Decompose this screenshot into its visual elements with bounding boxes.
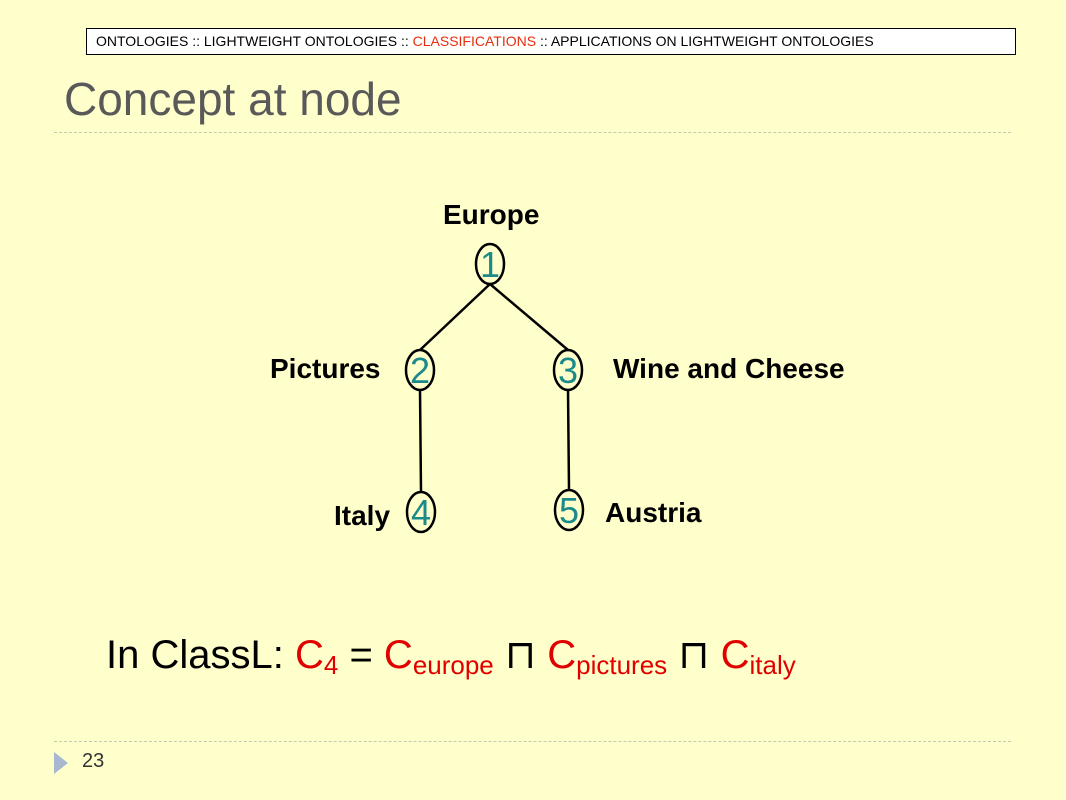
node-label-italy: Italy [334, 500, 391, 531]
node-5-circle [553, 488, 585, 532]
breadcrumb-current: CLASSIFICATIONS [412, 33, 537, 49]
formula-equals: = [338, 633, 384, 677]
edge-3-5 [566, 389, 571, 491]
formula-c4: C4 [294, 633, 339, 680]
node-3-number: 3 [558, 350, 578, 391]
bottom-divider [54, 741, 1011, 742]
node-5-number: 5 [559, 490, 579, 531]
node-3-circle [552, 348, 584, 392]
node-label-wine-and-cheese: Wine and Cheese [613, 353, 845, 384]
edge-1-3 [489, 283, 569, 351]
tree-edges [418, 283, 571, 493]
node-label-austria: Austria [605, 497, 702, 528]
footer-arrow-icon [54, 752, 68, 774]
node-2-number: 2 [410, 350, 430, 391]
formula: In ClassL: C4 = Ceurope ⊓ Cpictures ⊓ Ci… [106, 632, 796, 681]
page-title: Concept at node [64, 73, 402, 125]
node-label-europe: Europe [443, 199, 540, 230]
breadcrumb: ONTOLOGIES :: LIGHTWEIGHT ONTOLOGIES :: … [86, 28, 1016, 55]
node-4-circle [405, 490, 437, 534]
breadcrumb-part1: ONTOLOGIES :: LIGHTWEIGHT ONTOLOGIES :: [96, 33, 413, 49]
formula-meet-1: ⊓ [493, 633, 548, 677]
formula-c-italy: Citaly [720, 633, 796, 680]
top-divider [54, 132, 1011, 133]
formula-meet-2: ⊓ [667, 633, 721, 677]
breadcrumb-part2: :: APPLICATIONS ON LIGHTWEIGHT ONTOLOGIE… [536, 33, 874, 49]
node-1-number: 1 [480, 244, 500, 285]
node-1-circle [474, 242, 506, 286]
formula-c-pictures: Cpictures [547, 633, 668, 680]
edge-2-4 [418, 389, 423, 493]
formula-prefix: In ClassL: [106, 633, 295, 677]
node-2-circle [404, 348, 436, 392]
page-number: 23 [82, 750, 105, 772]
node-label-pictures: Pictures [270, 353, 381, 384]
formula-c-europe: Ceurope [383, 633, 494, 680]
edge-1-2 [419, 283, 491, 351]
node-numbers: 1 2 3 4 5 [410, 244, 579, 533]
node-4-number: 4 [411, 492, 431, 533]
tree-nodes [404, 242, 585, 534]
